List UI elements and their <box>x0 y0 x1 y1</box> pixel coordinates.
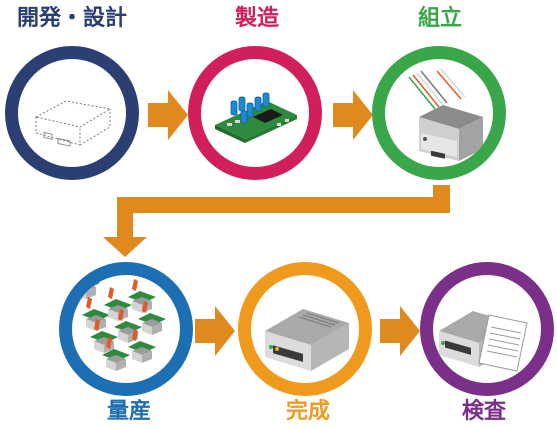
arrow-manufacture-to-assembly <box>333 90 373 140</box>
arrow-finished-to-inspection <box>380 306 420 356</box>
step-label-assembly: 組立 <box>417 6 462 31</box>
mass-production-icon <box>72 275 166 371</box>
step-node-inspection <box>420 262 554 396</box>
arrow-design-to-manufacture <box>148 90 188 140</box>
step-node-manufacture <box>188 46 322 180</box>
step-label-design: 開発・設計 <box>16 6 127 31</box>
finished-device-icon <box>265 309 349 371</box>
assembly-icon <box>408 68 483 161</box>
step-node-mass-production <box>59 262 193 396</box>
step-label-finished: 完成 <box>285 399 330 424</box>
wireframe-device-icon <box>34 100 112 147</box>
inspection-icon <box>439 311 528 372</box>
arrow-assembly-to-mass-production <box>103 185 450 257</box>
step-node-assembly <box>372 46 506 180</box>
step-node-design <box>5 46 139 180</box>
step-label-inspection: 検査 <box>461 399 506 424</box>
step-node-finished <box>238 262 372 396</box>
arrow-mass-production-to-finished <box>195 306 235 356</box>
step-label-manufacture: 製造 <box>234 6 279 31</box>
step-label-mass-production: 量産 <box>106 399 151 424</box>
circuit-board-icon <box>215 92 297 143</box>
